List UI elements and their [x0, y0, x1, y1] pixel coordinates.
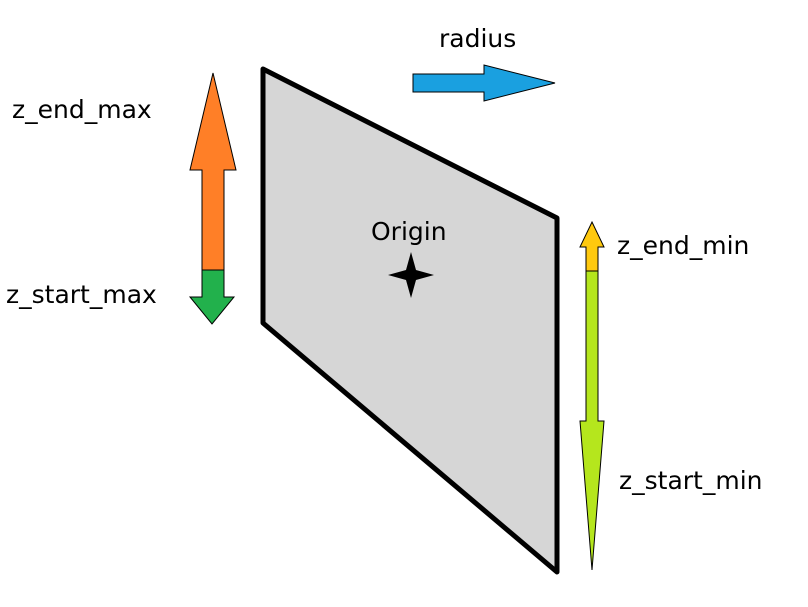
- z-end-min-arrow: [579, 220, 605, 272]
- z-start-max-arrow: [188, 269, 236, 325]
- z-start-max-label: z_start_max: [6, 280, 157, 309]
- z-end-max-label: z_end_max: [12, 95, 152, 124]
- radius-arrow: [412, 64, 556, 102]
- z-end-max-arrow: [189, 72, 237, 271]
- origin-star-icon: [388, 252, 434, 298]
- origin-label: Origin: [371, 217, 447, 246]
- radius-label: radius: [439, 24, 517, 53]
- plane: [260, 66, 560, 575]
- z-start-min-arrow: [579, 270, 605, 571]
- z-end-min-label: z_end_min: [617, 231, 750, 260]
- z-start-min-label: z_start_min: [619, 466, 763, 495]
